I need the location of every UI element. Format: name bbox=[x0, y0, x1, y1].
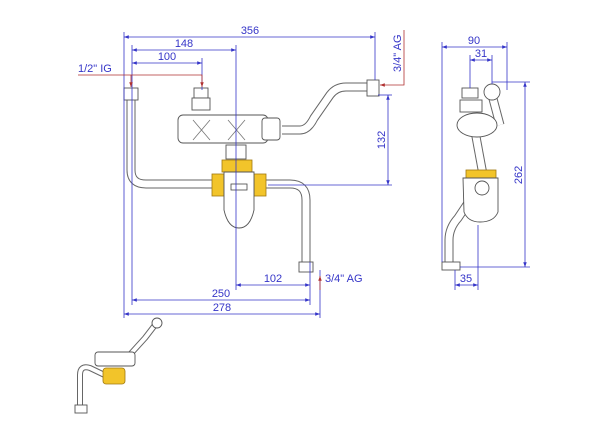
outlet-nut-top bbox=[366, 79, 380, 97]
front-view-assembly bbox=[123, 79, 380, 273]
dim-250: 250 bbox=[212, 288, 230, 300]
leader-inlet bbox=[78, 74, 204, 87]
dim-148: 148 bbox=[175, 38, 193, 50]
dim-102: 102 bbox=[264, 273, 282, 285]
dim-90: 90 bbox=[468, 35, 480, 47]
outlet-nut-bottom bbox=[298, 261, 314, 273]
thermostat-housing bbox=[223, 171, 255, 229]
leader-outlet-top bbox=[380, 30, 405, 87]
mixing-valve-body bbox=[177, 114, 269, 144]
label-inlet-thread: 1/2" IG bbox=[78, 63, 112, 75]
dim-278: 278 bbox=[213, 302, 231, 314]
inlet-nut-center bbox=[193, 87, 209, 99]
dim-262: 262 bbox=[513, 166, 525, 184]
dim-132: 132 bbox=[376, 131, 388, 149]
dim-35: 35 bbox=[460, 273, 472, 285]
inlet-nut-left bbox=[123, 87, 139, 101]
isometric-thumbnail bbox=[74, 317, 163, 414]
label-top-outlet-thread: 3/4" AG bbox=[392, 34, 404, 72]
dim-31: 31 bbox=[475, 48, 487, 60]
dim-100: 100 bbox=[158, 51, 176, 63]
dim-356: 356 bbox=[241, 25, 259, 37]
side-view-assembly bbox=[441, 83, 505, 271]
label-bottom-outlet-thread: 3/4" AG bbox=[325, 273, 363, 285]
